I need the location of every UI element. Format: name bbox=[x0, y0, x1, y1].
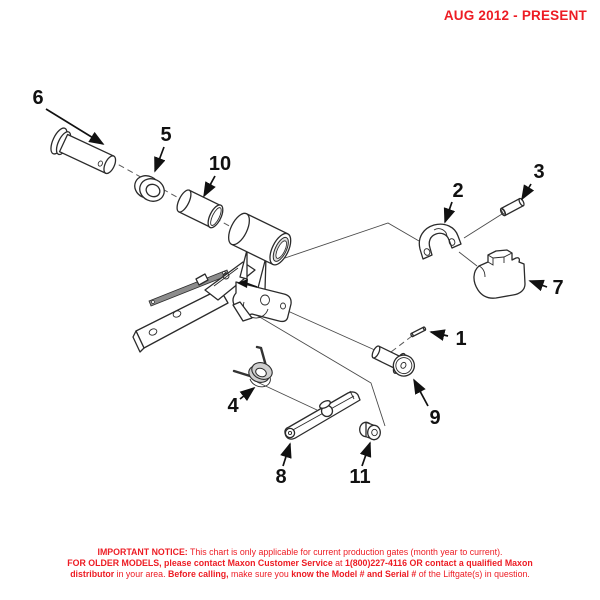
callouts: 6 5 10 2 3 7 1 bbox=[32, 87, 563, 488]
callout-10: 10 bbox=[203, 153, 231, 198]
callout-3-label: 3 bbox=[533, 161, 544, 183]
callout-6-label: 6 bbox=[32, 87, 43, 109]
leader-clamp-to-block bbox=[458, 251, 478, 267]
centerline-pin3-to-clamp bbox=[463, 213, 503, 239]
centerline-pin1-to-pin9 bbox=[386, 335, 413, 356]
callout-2-label: 2 bbox=[452, 180, 463, 202]
callout-8-label: 8 bbox=[275, 466, 286, 488]
part-1-pin bbox=[410, 326, 427, 338]
leader-tube-to-clamp bbox=[284, 222, 420, 259]
notice-line-1: IMPORTANT NOTICE: This chart is only app… bbox=[97, 547, 503, 557]
callout-7-label: 7 bbox=[552, 277, 563, 299]
callout-4-label: 4 bbox=[227, 395, 239, 417]
part-10-bushing-tube bbox=[176, 189, 224, 229]
part-9-headed-pin bbox=[371, 345, 416, 377]
callout-1: 1 bbox=[429, 328, 467, 350]
part-11-roller bbox=[359, 421, 381, 441]
part-8-pawl-arm bbox=[284, 390, 361, 440]
part-6-clevis-pin bbox=[50, 127, 117, 175]
page-title: AUG 2012 - PRESENT bbox=[443, 8, 587, 23]
part-2-saddle-clamp bbox=[418, 223, 462, 260]
part-7-cam-block bbox=[473, 249, 526, 299]
callout-11-label: 11 bbox=[349, 466, 370, 488]
callout-1-label: 1 bbox=[455, 328, 466, 350]
callout-2: 2 bbox=[443, 180, 464, 224]
callout-10-label: 10 bbox=[209, 153, 231, 175]
callout-8: 8 bbox=[275, 442, 292, 488]
callout-5: 5 bbox=[154, 124, 172, 173]
callout-3: 3 bbox=[521, 161, 545, 201]
part-4-torsion-spring bbox=[232, 345, 273, 388]
callout-9: 9 bbox=[413, 378, 441, 429]
assembly-hinge-tube bbox=[227, 212, 292, 266]
main-hinge-arm-assembly bbox=[132, 212, 292, 353]
assembly-detail-arrow bbox=[237, 279, 258, 288]
callout-9-label: 9 bbox=[429, 407, 440, 429]
notice-line-3: distributor in your area. Before calling… bbox=[70, 568, 530, 579]
callout-11: 11 bbox=[349, 441, 372, 488]
part-5-bushing bbox=[134, 175, 165, 202]
callout-7: 7 bbox=[528, 277, 564, 299]
part-3-pin bbox=[499, 197, 525, 217]
callout-6: 6 bbox=[32, 87, 105, 145]
leader-saddle-to-roller bbox=[252, 312, 386, 427]
notice-line-2: FOR OLDER MODELS, please contact Maxon C… bbox=[67, 557, 533, 568]
callout-5-label: 5 bbox=[160, 124, 171, 146]
leader-spring-to-pawl bbox=[256, 381, 318, 411]
callout-4: 4 bbox=[227, 386, 256, 417]
important-notice: IMPORTANT NOTICE: This chart is only app… bbox=[0, 547, 600, 579]
